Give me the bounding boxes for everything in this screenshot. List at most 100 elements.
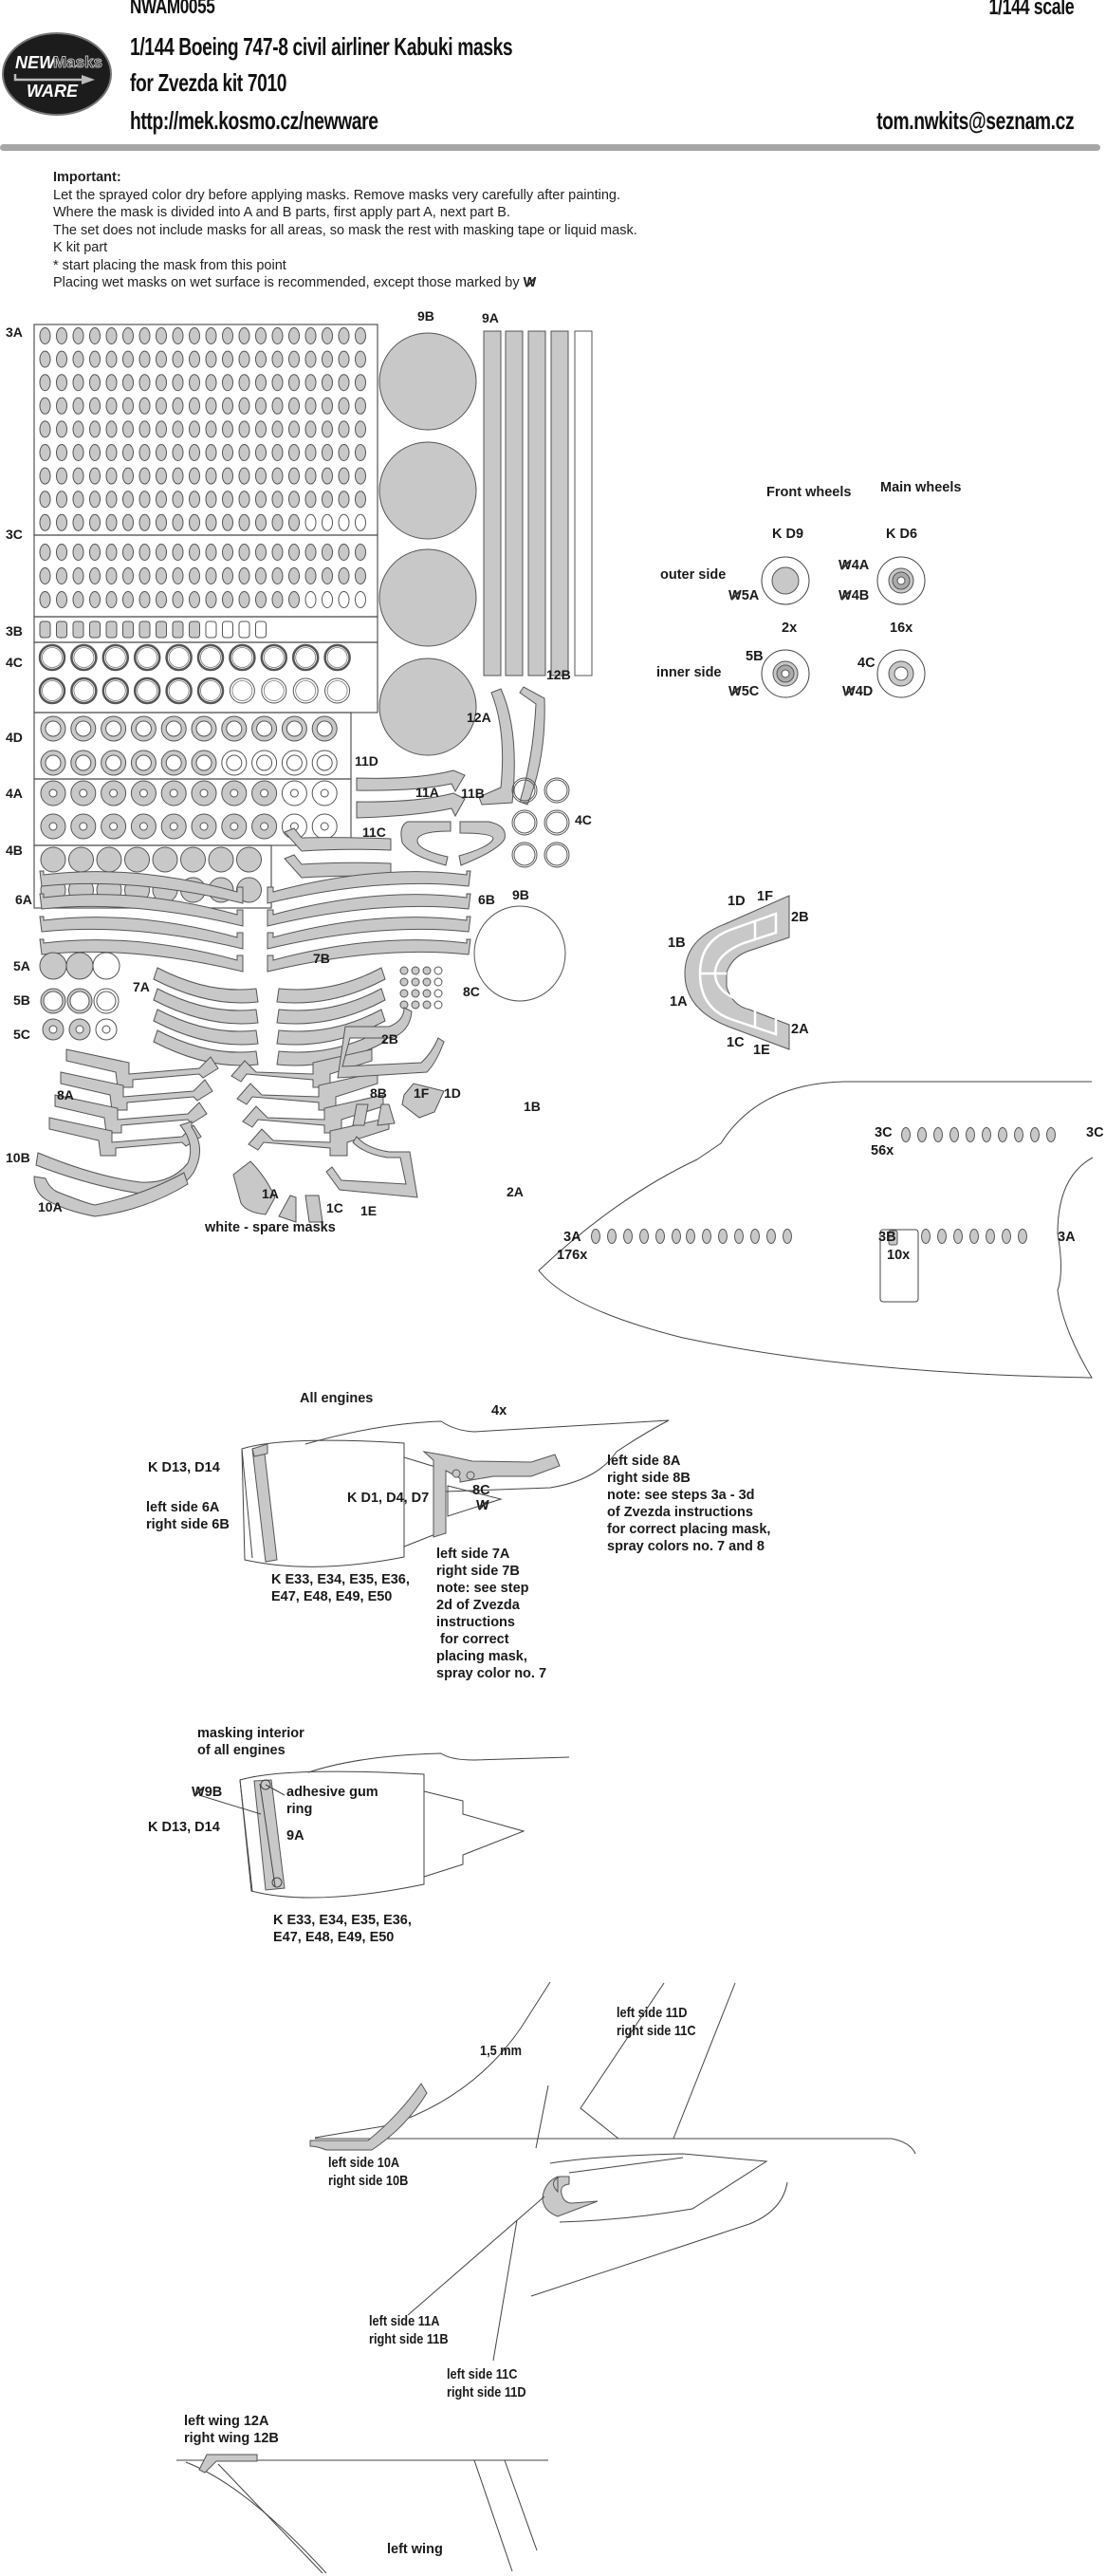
mask-8c xyxy=(399,966,409,975)
fuselage-window-3a xyxy=(734,1229,744,1244)
mask-3c xyxy=(222,591,233,608)
label-11c: 11C xyxy=(362,825,386,840)
fuselage-label-3a-end: 3A xyxy=(1058,1230,1076,1245)
mask-3c xyxy=(138,591,151,608)
mask-3c xyxy=(89,567,101,584)
kit-reference: for Zvezda kit 7010 xyxy=(130,68,287,97)
mask-3a xyxy=(189,513,200,531)
mask-3c xyxy=(271,591,284,608)
engine-interior-cowl-kit: K E33, E34, E35, E36, E47, E48, E49, E50 xyxy=(273,1913,412,1945)
mask-3a xyxy=(105,374,118,392)
mask-5c-wheel-label: W5C xyxy=(728,684,760,699)
fuselage-label-3c-end: 3C xyxy=(1086,1125,1104,1140)
mask-3a xyxy=(72,444,84,461)
mask-9b xyxy=(378,658,477,756)
mask-4c xyxy=(544,809,570,836)
mask-3a xyxy=(122,374,134,392)
mask-8b xyxy=(230,1048,373,1088)
mask-8c-spare xyxy=(433,1000,443,1010)
mask-4d-hole xyxy=(105,720,122,737)
mask-3b xyxy=(156,621,167,639)
mask-4d-hole xyxy=(226,754,243,771)
website-link[interactable]: http://mek.kosmo.cz/newware xyxy=(130,106,378,135)
mask-4c-inner xyxy=(326,647,348,668)
email-link[interactable]: tom.nwkits@seznam.cz xyxy=(876,106,1074,135)
instructions-heading: Important: xyxy=(53,170,121,185)
mask-6b xyxy=(267,893,471,927)
mask-grid-4d xyxy=(40,715,338,776)
mask-3a xyxy=(238,374,250,392)
mask-3c xyxy=(122,567,134,584)
label-4d: 4D xyxy=(6,730,23,745)
mask-4b xyxy=(180,846,206,873)
mask-8c-spare xyxy=(433,966,443,975)
label-7b: 7B xyxy=(313,951,330,966)
mask-9a xyxy=(483,330,502,676)
mask-9b-discs xyxy=(378,332,477,756)
mask-3c xyxy=(39,544,51,561)
mask-8c xyxy=(422,1000,432,1010)
mask-9b xyxy=(378,548,477,647)
mask-4b xyxy=(208,846,234,873)
mask-grid-3a xyxy=(39,327,366,531)
mask-3a xyxy=(338,327,350,344)
mask-12a xyxy=(478,688,515,806)
mask-3a xyxy=(89,513,101,531)
mask-4c-cluster xyxy=(511,777,570,868)
engine-pylon-note: left side 8A right side 8B note: see ste… xyxy=(607,1454,771,1554)
label-10b: 10B xyxy=(6,1150,30,1165)
newware-logo: NEW Masks WARE xyxy=(2,32,112,116)
mask-3a xyxy=(138,397,151,415)
mask-4c-inner xyxy=(137,680,158,701)
mask-12-label: left wing 12A right wing 12B xyxy=(184,2414,279,2446)
mask-10b xyxy=(35,1121,200,1195)
mask-3c xyxy=(72,567,84,584)
mask-4a-hole xyxy=(109,788,119,798)
mask-3a xyxy=(205,397,217,415)
mask-6a xyxy=(39,870,244,904)
fuselage-side-view xyxy=(538,1081,1094,1379)
mask-4a-hole xyxy=(230,788,239,798)
label-9a: 9A xyxy=(482,310,499,325)
wing-root-diagram xyxy=(309,1981,916,2362)
mask-4c-inner xyxy=(73,680,95,701)
w-mark-icon: W xyxy=(728,684,742,699)
mask-grid-4a xyxy=(40,780,338,840)
mask-3a xyxy=(105,444,118,461)
mask-3a xyxy=(271,350,284,368)
mask-8c xyxy=(399,977,409,987)
mask-grid-4c xyxy=(38,643,351,705)
mask-4c xyxy=(511,777,538,804)
mask-4c xyxy=(511,842,538,868)
mask-4d-hole xyxy=(286,754,303,771)
scale-label: 1/144 scale xyxy=(988,0,1074,20)
fuselage-window-3a xyxy=(766,1229,776,1244)
label-7a: 7A xyxy=(133,979,150,994)
mask-4d-hole xyxy=(286,720,303,737)
mask-3c-spare xyxy=(304,591,317,608)
mask-8c xyxy=(411,977,420,987)
mask-3c xyxy=(105,567,118,584)
mask-4a-hole xyxy=(79,788,88,798)
mask-3a xyxy=(271,513,284,531)
mask-6a xyxy=(39,938,244,973)
mask-3a xyxy=(172,467,184,485)
mask-3a xyxy=(288,420,300,438)
mask-4c-inner xyxy=(137,647,158,668)
mask-4c xyxy=(260,643,288,672)
mask-3a xyxy=(255,327,267,344)
mask-4c-inner xyxy=(513,843,536,866)
mask-3a xyxy=(205,327,217,344)
mask-3a xyxy=(172,420,184,438)
engine-cowl-kit: K E33, E34, E35, E36, E47, E48, E49, E50 xyxy=(271,1572,410,1604)
fuselage-count-3c: 56x xyxy=(871,1143,894,1158)
mask-3a xyxy=(222,327,233,344)
mask-5b xyxy=(66,988,93,1014)
fuselage-door-3b xyxy=(888,1230,898,1246)
mask-11ab-label: left side 11A right side 11B xyxy=(369,2313,449,2347)
mask-3c xyxy=(255,544,267,561)
mask-3a xyxy=(322,327,333,344)
engine-intake-kit: K D13, D14 xyxy=(148,1460,220,1475)
mask-3a xyxy=(172,397,184,415)
mask-3c xyxy=(304,544,317,561)
